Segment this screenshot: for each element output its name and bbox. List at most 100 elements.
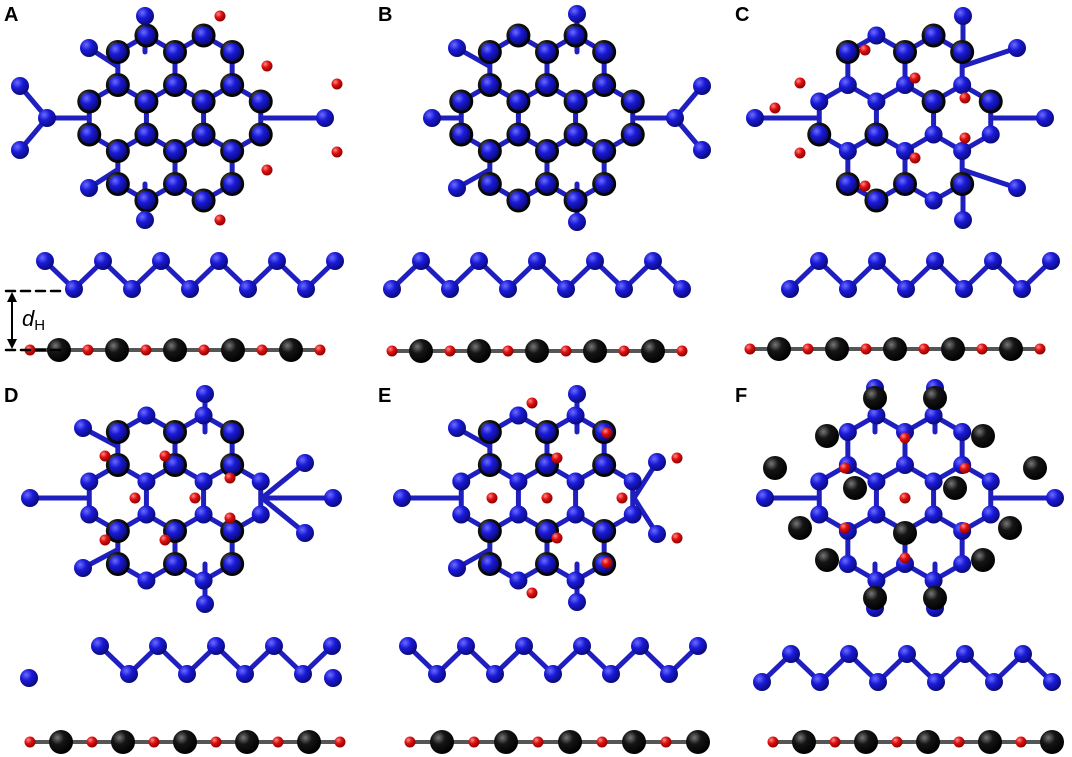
red-atom xyxy=(214,10,226,22)
red-atom xyxy=(331,146,343,158)
red-atom xyxy=(601,427,613,439)
blue-atom xyxy=(568,213,586,231)
blue-atom xyxy=(538,522,556,540)
bond-layer xyxy=(17,11,1058,744)
black-atom xyxy=(494,730,518,754)
black-atom xyxy=(221,338,245,362)
blue-atom xyxy=(80,505,99,524)
red-atom xyxy=(86,736,98,748)
black-atom xyxy=(105,338,129,362)
blue-atom xyxy=(448,39,466,57)
black-atom xyxy=(923,386,947,410)
blue-atom xyxy=(149,637,167,655)
annotation-layer xyxy=(4,289,62,352)
blue-atom xyxy=(538,456,556,474)
blue-atom xyxy=(602,665,620,683)
blue-atom xyxy=(480,142,499,160)
blue-atom xyxy=(509,191,528,210)
blue-atom xyxy=(568,385,586,403)
red-atom xyxy=(224,512,236,524)
blue-atom xyxy=(811,673,829,691)
blue-atom xyxy=(595,43,614,61)
blue-atom xyxy=(296,454,314,472)
blue-atom xyxy=(955,280,973,298)
red-atom xyxy=(261,60,273,72)
red-atom xyxy=(502,345,514,357)
blue-atom xyxy=(566,26,585,45)
red-atom xyxy=(159,450,171,462)
red-atom xyxy=(676,345,688,357)
red-atom xyxy=(802,343,814,355)
red-atom xyxy=(99,450,111,462)
blue-atom xyxy=(223,522,242,540)
blue-atom xyxy=(515,637,533,655)
red-atom xyxy=(99,534,111,546)
black-atom xyxy=(173,730,197,754)
blue-atom xyxy=(528,252,546,270)
blue-atom xyxy=(566,571,585,590)
blue-atom xyxy=(166,175,184,193)
blue-atom xyxy=(178,665,196,683)
blue-atom xyxy=(1013,280,1031,298)
black-atom xyxy=(971,548,995,572)
blue-atom xyxy=(323,637,341,655)
blue-atom xyxy=(194,571,213,590)
blue-atom xyxy=(756,489,774,507)
black-atom xyxy=(1040,730,1064,754)
red-atom xyxy=(444,345,456,357)
black-atom xyxy=(525,339,549,363)
blue-atom xyxy=(91,637,109,655)
blue-atom xyxy=(223,456,242,474)
blue-atom xyxy=(566,191,585,210)
blue-atom xyxy=(324,489,342,507)
red-atom xyxy=(769,102,781,114)
blue-atom xyxy=(251,472,270,491)
blue-atom xyxy=(136,211,154,229)
blue-atom xyxy=(810,92,829,111)
blue-atom xyxy=(448,419,466,437)
blue-atom xyxy=(448,559,466,577)
blue-atom xyxy=(867,571,886,590)
panel-label-c: C xyxy=(735,4,750,26)
blue-atom xyxy=(566,92,585,111)
red-atom xyxy=(959,92,971,104)
blue-atom xyxy=(924,406,943,425)
blue-atom xyxy=(586,252,604,270)
blue-atom xyxy=(898,645,916,663)
blue-atom xyxy=(810,505,829,524)
blue-atom xyxy=(80,472,99,491)
black-atom xyxy=(825,337,849,361)
blue-atom xyxy=(689,637,707,655)
blue-atom xyxy=(194,191,213,210)
blue-atom xyxy=(137,125,156,144)
blue-atom xyxy=(623,505,642,524)
blue-atom xyxy=(452,505,471,524)
blue-atom xyxy=(896,456,914,474)
red-atom xyxy=(660,736,672,748)
red-atom xyxy=(839,522,851,534)
blue-atom xyxy=(981,472,1000,491)
blue-atom xyxy=(924,472,943,491)
dh-subscript: H xyxy=(34,317,46,334)
blue-atom xyxy=(108,555,127,573)
blue-atom xyxy=(11,141,29,159)
black-atom xyxy=(111,730,135,754)
red-atom xyxy=(596,736,608,748)
blue-atom xyxy=(673,280,691,298)
blue-atom xyxy=(268,252,286,270)
red-atom xyxy=(256,344,268,356)
blue-atom xyxy=(896,142,914,160)
blue-atom xyxy=(123,280,141,298)
blue-atom xyxy=(236,665,254,683)
red-atom xyxy=(899,492,911,504)
blue-atom xyxy=(166,456,184,474)
blue-atom xyxy=(924,125,943,144)
blue-atom xyxy=(194,26,213,45)
bond xyxy=(259,460,308,501)
blue-atom xyxy=(693,77,711,95)
blue-atom xyxy=(924,505,943,524)
red-atom xyxy=(82,344,94,356)
black-atom xyxy=(971,424,995,448)
red-atom xyxy=(899,432,911,444)
red-atom xyxy=(794,77,806,89)
